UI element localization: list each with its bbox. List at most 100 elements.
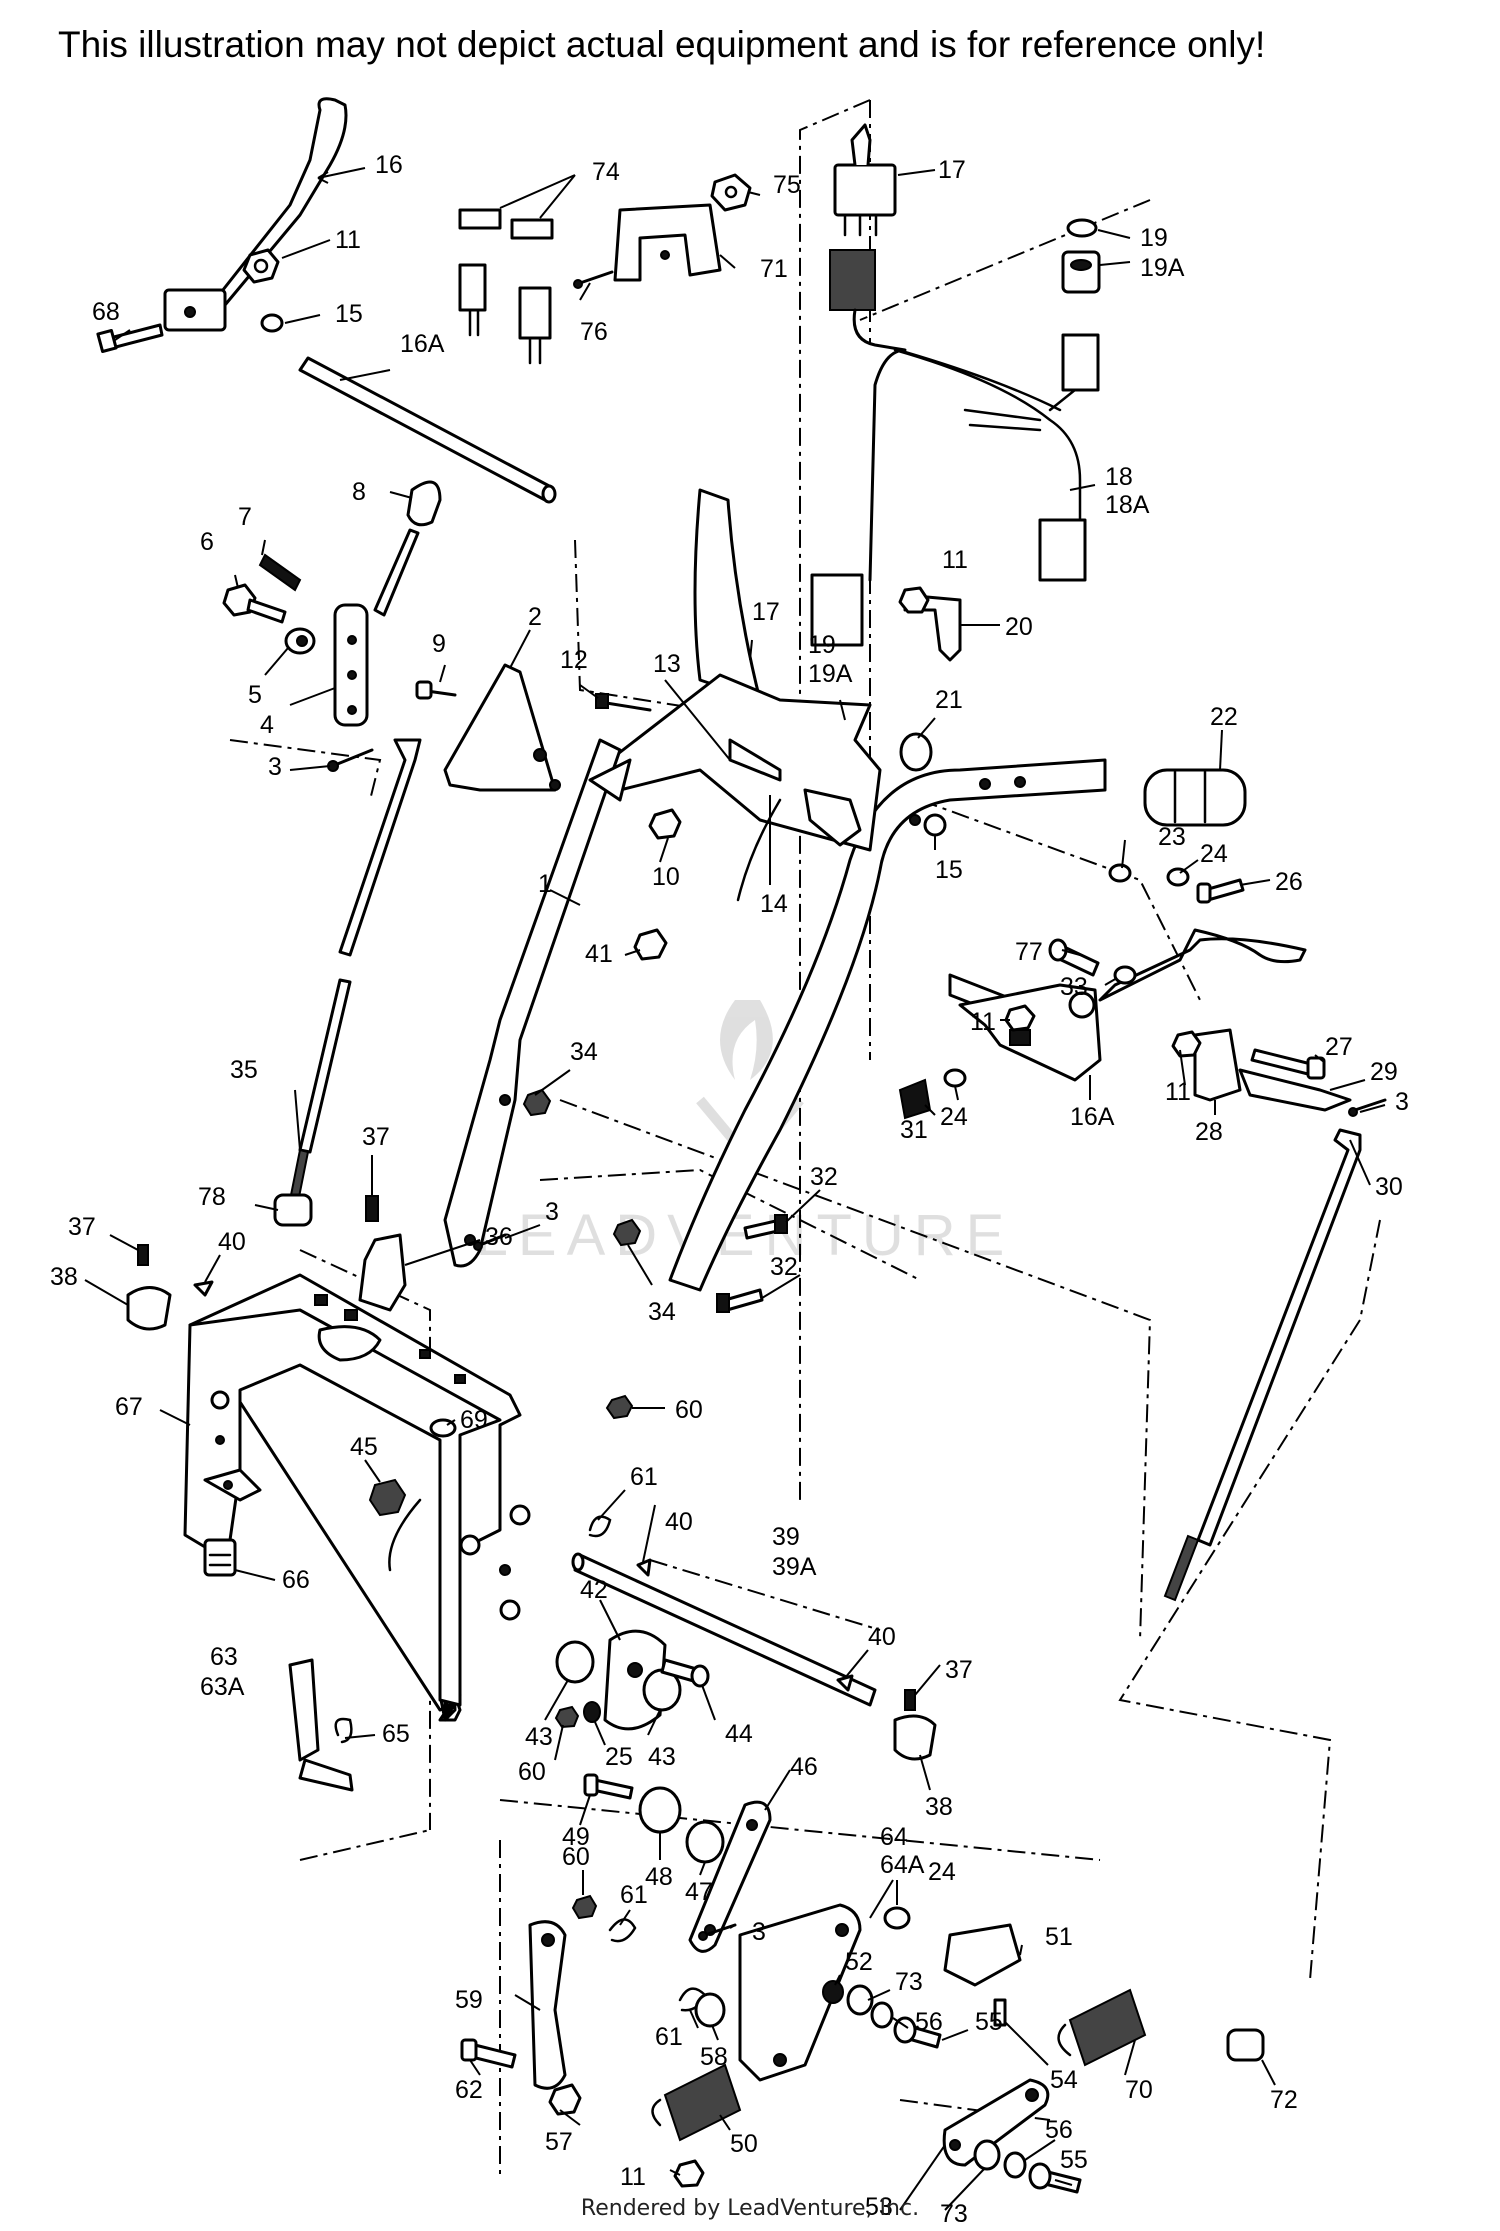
part-6-bolt[interactable] xyxy=(222,583,287,624)
part-56-washer-lower[interactable] xyxy=(1003,2151,1027,2179)
part-12-screw[interactable] xyxy=(595,693,652,712)
part-65-clip[interactable] xyxy=(334,1717,353,1744)
part-43-bushing-upper[interactable] xyxy=(555,1640,595,1684)
part-22-handle-grip[interactable] xyxy=(1143,768,1247,827)
part-11-nut-lever[interactable] xyxy=(1004,1004,1036,1032)
part-55-bolt-upper[interactable] xyxy=(893,2016,942,2049)
part-45-grommet[interactable] xyxy=(368,1478,422,1572)
part-4-control-arm[interactable] xyxy=(333,528,420,727)
part-49-bolt[interactable] xyxy=(583,1773,634,1800)
part-60-bushing-mid[interactable] xyxy=(554,1705,580,1729)
part-15-washer-handle[interactable] xyxy=(923,813,947,837)
part-47-spacer[interactable] xyxy=(685,1820,725,1864)
part-35-control-rod[interactable] xyxy=(288,738,422,1204)
part-40-clip-left[interactable] xyxy=(193,1280,214,1297)
part-11-nut-bottom[interactable] xyxy=(673,2159,705,2188)
part-31-spring[interactable] xyxy=(898,1078,932,1120)
part-73-washer-upper[interactable] xyxy=(846,1984,874,2016)
part-37-set-screw-left[interactable] xyxy=(137,1244,149,1266)
callout-72: 72 xyxy=(1270,2086,1298,2114)
part-25-spacer[interactable] xyxy=(583,1701,601,1723)
part-37-set-screw-right[interactable] xyxy=(904,1689,916,1711)
part-73-washer-lower[interactable] xyxy=(973,2139,1001,2171)
part-9-screw[interactable] xyxy=(415,680,457,700)
part-70-spring[interactable] xyxy=(1057,1988,1147,2067)
part-38-ferrule-right[interactable] xyxy=(893,1714,937,1761)
part-3-screw-mid[interactable] xyxy=(473,1233,507,1251)
part-63-pivot[interactable] xyxy=(288,1658,354,1792)
part-1-control-lever[interactable] xyxy=(443,738,632,1268)
part-40-clip-shaft[interactable] xyxy=(636,1558,652,1577)
part-8-knob[interactable] xyxy=(406,480,442,527)
part-60-bushing-frame[interactable] xyxy=(605,1394,634,1420)
part-55-bolt-lower[interactable] xyxy=(1028,2162,1082,2194)
part-62-bolt[interactable] xyxy=(460,2038,517,2069)
part-11-nut-latch[interactable] xyxy=(1171,1030,1202,1058)
part-51-latch-knob[interactable] xyxy=(943,1923,1022,1987)
part-15-washer-top[interactable] xyxy=(260,313,284,333)
part-61-clip-upper[interactable] xyxy=(588,1515,612,1538)
part-71-fuse-holder[interactable] xyxy=(613,203,722,282)
part-66-connector[interactable] xyxy=(203,1538,237,1577)
part-23-washer[interactable] xyxy=(1108,863,1132,883)
part-39-shaft[interactable] xyxy=(571,1552,877,1707)
part-64-plate[interactable] xyxy=(738,1903,862,2082)
part-17-ignition-switch[interactable] xyxy=(833,123,897,237)
part-34-nut-lower[interactable] xyxy=(612,1218,642,1247)
part-16A-shift-rod[interactable] xyxy=(298,356,557,504)
part-2-bracket[interactable] xyxy=(443,663,561,792)
part-24-washer-lever[interactable] xyxy=(943,1068,967,1088)
part-27-bolt[interactable] xyxy=(1250,1048,1326,1080)
part-72-ferrule[interactable] xyxy=(1226,2028,1265,2062)
part-10-nut[interactable] xyxy=(648,808,682,840)
part-68-bolt[interactable] xyxy=(96,323,164,354)
part-67-frame[interactable] xyxy=(183,1273,531,1722)
part-60-bushing-lower[interactable] xyxy=(571,1894,598,1920)
part-57-nut[interactable] xyxy=(548,2083,582,2116)
part-5-spacer[interactable] xyxy=(284,627,316,655)
part-78-connector[interactable] xyxy=(273,1193,313,1227)
part-74-fuses[interactable] xyxy=(458,208,554,365)
part-61-clip-lower[interactable] xyxy=(608,1918,637,1943)
callout-8: 8 xyxy=(352,478,366,506)
part-38-ferrule-left[interactable] xyxy=(126,1286,172,1331)
part-3-clip-plate[interactable] xyxy=(698,1923,737,1941)
part-32-bolt-lower[interactable] xyxy=(716,1288,764,1313)
part-50-spring[interactable] xyxy=(651,2063,742,2142)
part-58-spacer[interactable] xyxy=(694,1992,726,2028)
part-44-bolt[interactable] xyxy=(660,1658,710,1688)
part-26-bolt[interactable] xyxy=(1196,878,1245,904)
part-33-washer[interactable] xyxy=(1113,965,1137,985)
part-52-spacer[interactable] xyxy=(822,1980,844,2004)
part-32-bolt-upper[interactable] xyxy=(743,1214,788,1240)
part-24-washer-handle[interactable] xyxy=(1166,867,1190,887)
part-36-rod-connector[interactable] xyxy=(358,1233,407,1312)
part-54-pin[interactable] xyxy=(993,1998,1007,2027)
part-30-control-rod[interactable] xyxy=(1163,1128,1362,1602)
part-11-nut-top[interactable] xyxy=(242,248,280,284)
part-19-retaining-ring[interactable] xyxy=(1066,218,1098,238)
part-7-spring[interactable] xyxy=(258,553,302,592)
callout-18A: 18A xyxy=(1105,491,1150,519)
part-18-wire-harness[interactable] xyxy=(810,249,1100,647)
part-24-washer-plate[interactable] xyxy=(883,1906,911,1930)
part-41-nut[interactable] xyxy=(633,928,668,961)
part-75-nut[interactable] xyxy=(710,173,752,212)
control-panel-bracket[interactable] xyxy=(608,673,882,852)
part-59-link[interactable] xyxy=(528,1920,567,2090)
part-14-cable[interactable] xyxy=(736,798,782,902)
part-29-latch[interactable] xyxy=(1238,1068,1352,1112)
part-53-lever[interactable] xyxy=(942,2078,1050,2167)
part-77-bolt[interactable] xyxy=(1048,938,1100,977)
part-56-washer-upper[interactable] xyxy=(870,2001,894,2029)
part-48-spacer[interactable] xyxy=(638,1786,682,1834)
part-21-bushing[interactable] xyxy=(899,732,933,772)
part-37-set-screw-center[interactable] xyxy=(365,1195,379,1222)
part-19A-light-switch[interactable] xyxy=(1061,250,1101,294)
part-76-screw[interactable] xyxy=(573,270,614,289)
part-3-clip-latch[interactable] xyxy=(1348,1098,1387,1117)
part-16-shift-lever[interactable] xyxy=(163,97,348,332)
part-handle-tube[interactable] xyxy=(668,488,1107,1292)
part-28-bracket[interactable] xyxy=(1193,1028,1242,1102)
part-11-nut-harness[interactable] xyxy=(898,586,930,614)
